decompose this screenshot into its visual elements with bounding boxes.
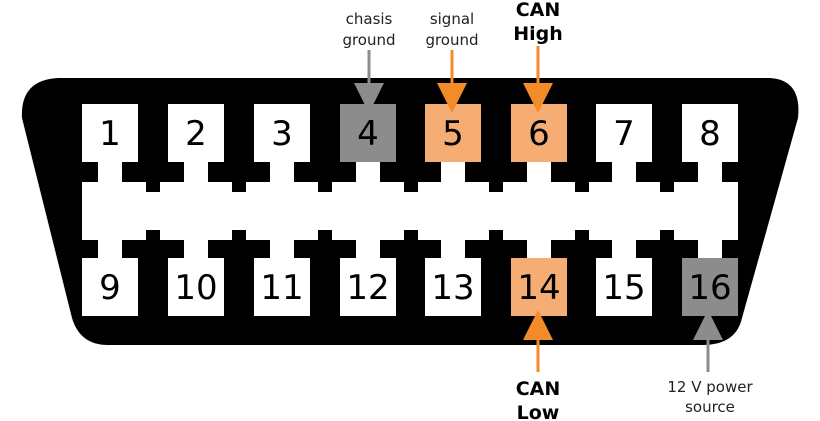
pin-2: 2 xyxy=(168,104,224,182)
pin-16-number: 16 xyxy=(688,268,731,308)
pin-8-stem xyxy=(698,162,722,182)
pin-16: 16 xyxy=(682,240,738,316)
pin-15-stem xyxy=(612,240,636,258)
pin-5-number: 5 xyxy=(442,114,464,154)
pin-12-stem xyxy=(356,240,380,258)
pin-5-stem xyxy=(441,162,465,182)
pin-14-number: 14 xyxy=(517,268,560,308)
pin-3-number: 3 xyxy=(271,114,293,154)
pin14-label-line2: Low xyxy=(517,402,560,421)
pin16-label-line1: 12 V power xyxy=(667,378,753,396)
pin-2-number: 2 xyxy=(185,114,207,154)
pin-15-number: 15 xyxy=(602,268,645,308)
pin-16-stem xyxy=(698,240,722,258)
pin-1: 1 xyxy=(82,104,138,182)
pin-13: 13 xyxy=(425,240,481,316)
pin-9-number: 9 xyxy=(99,268,121,308)
channel-notches xyxy=(146,182,674,240)
pin4-label-line1: chasis xyxy=(346,10,393,28)
pin-9-stem xyxy=(98,240,122,258)
pin-5: 5 xyxy=(425,104,481,182)
channel-notch-top xyxy=(146,182,160,192)
channel-notch-bottom xyxy=(489,230,503,240)
pin-13-box xyxy=(425,258,481,316)
channel-notch-top xyxy=(318,182,332,192)
channel-notch-bottom xyxy=(232,230,246,240)
pin14-label-line1: CAN xyxy=(516,378,561,400)
channel-notch-bottom xyxy=(404,230,418,240)
channel-notch-bottom xyxy=(575,230,589,240)
channel-notch-bottom xyxy=(660,230,674,240)
pin-8-number: 8 xyxy=(699,114,721,154)
pin-10: 10 xyxy=(168,240,224,316)
pin-3-box xyxy=(254,104,310,162)
pin-4-box xyxy=(340,104,396,162)
pin-2-stem xyxy=(184,162,208,182)
pin-16-box xyxy=(682,258,738,316)
pin-14: 14 xyxy=(511,240,567,316)
pin-6-number: 6 xyxy=(528,114,550,154)
pin-7: 7 xyxy=(596,104,652,182)
pin-3-stem xyxy=(270,162,294,182)
pin4-label-line2: ground xyxy=(342,31,395,49)
pin-12: 12 xyxy=(340,240,396,316)
channel-notch-top xyxy=(660,182,674,192)
pin-14-box xyxy=(511,258,567,316)
pin-4-stem xyxy=(356,162,380,182)
pin6-label-line1: CAN xyxy=(516,0,561,21)
pin6-label-line2: High xyxy=(513,23,563,45)
pin-4: 4 xyxy=(340,104,396,182)
pin-9-box xyxy=(82,258,138,316)
pin-11-number: 11 xyxy=(260,268,303,308)
pin-6-box xyxy=(511,104,567,162)
pin-13-number: 13 xyxy=(431,268,474,308)
pin-7-number: 7 xyxy=(613,114,635,154)
channel-notch-top xyxy=(489,182,503,192)
pin-7-box xyxy=(596,104,652,162)
pin5-label-line1: signal xyxy=(430,10,474,28)
pin-11-stem xyxy=(270,240,294,258)
pin-9: 9 xyxy=(82,240,138,316)
pin-13-stem xyxy=(441,240,465,258)
pin-5-box xyxy=(425,104,481,162)
pin-10-box xyxy=(168,258,224,316)
pin-12-number: 12 xyxy=(346,268,389,308)
channel-notch-top xyxy=(575,182,589,192)
pin-8: 8 xyxy=(682,104,738,182)
pin16-label-line2: source xyxy=(685,398,735,416)
pin-11: 11 xyxy=(254,240,310,316)
pin-14-stem xyxy=(527,240,551,258)
pin-1-number: 1 xyxy=(99,114,121,154)
pin-7-stem xyxy=(612,162,636,182)
pin-4-number: 4 xyxy=(357,114,379,154)
pin-1-stem xyxy=(98,162,122,182)
pin-1-box xyxy=(82,104,138,162)
pin-6: 6 xyxy=(511,104,567,182)
pin-10-number: 10 xyxy=(174,268,217,308)
pin-12-box xyxy=(340,258,396,316)
channel-notch-bottom xyxy=(146,230,160,240)
pin-3: 3 xyxy=(254,104,310,182)
pin-15-box xyxy=(596,258,652,316)
channel-notch-bottom xyxy=(318,230,332,240)
pin-8-box xyxy=(682,104,738,162)
pin-10-stem xyxy=(184,240,208,258)
pin5-label-line2: ground xyxy=(425,31,478,49)
pin-11-box xyxy=(254,258,310,316)
channel-notch-top xyxy=(404,182,418,192)
pin-15: 15 xyxy=(596,240,652,316)
pin-2-box xyxy=(168,104,224,162)
channel-notch-top xyxy=(232,182,246,192)
pin-6-stem xyxy=(527,162,551,182)
